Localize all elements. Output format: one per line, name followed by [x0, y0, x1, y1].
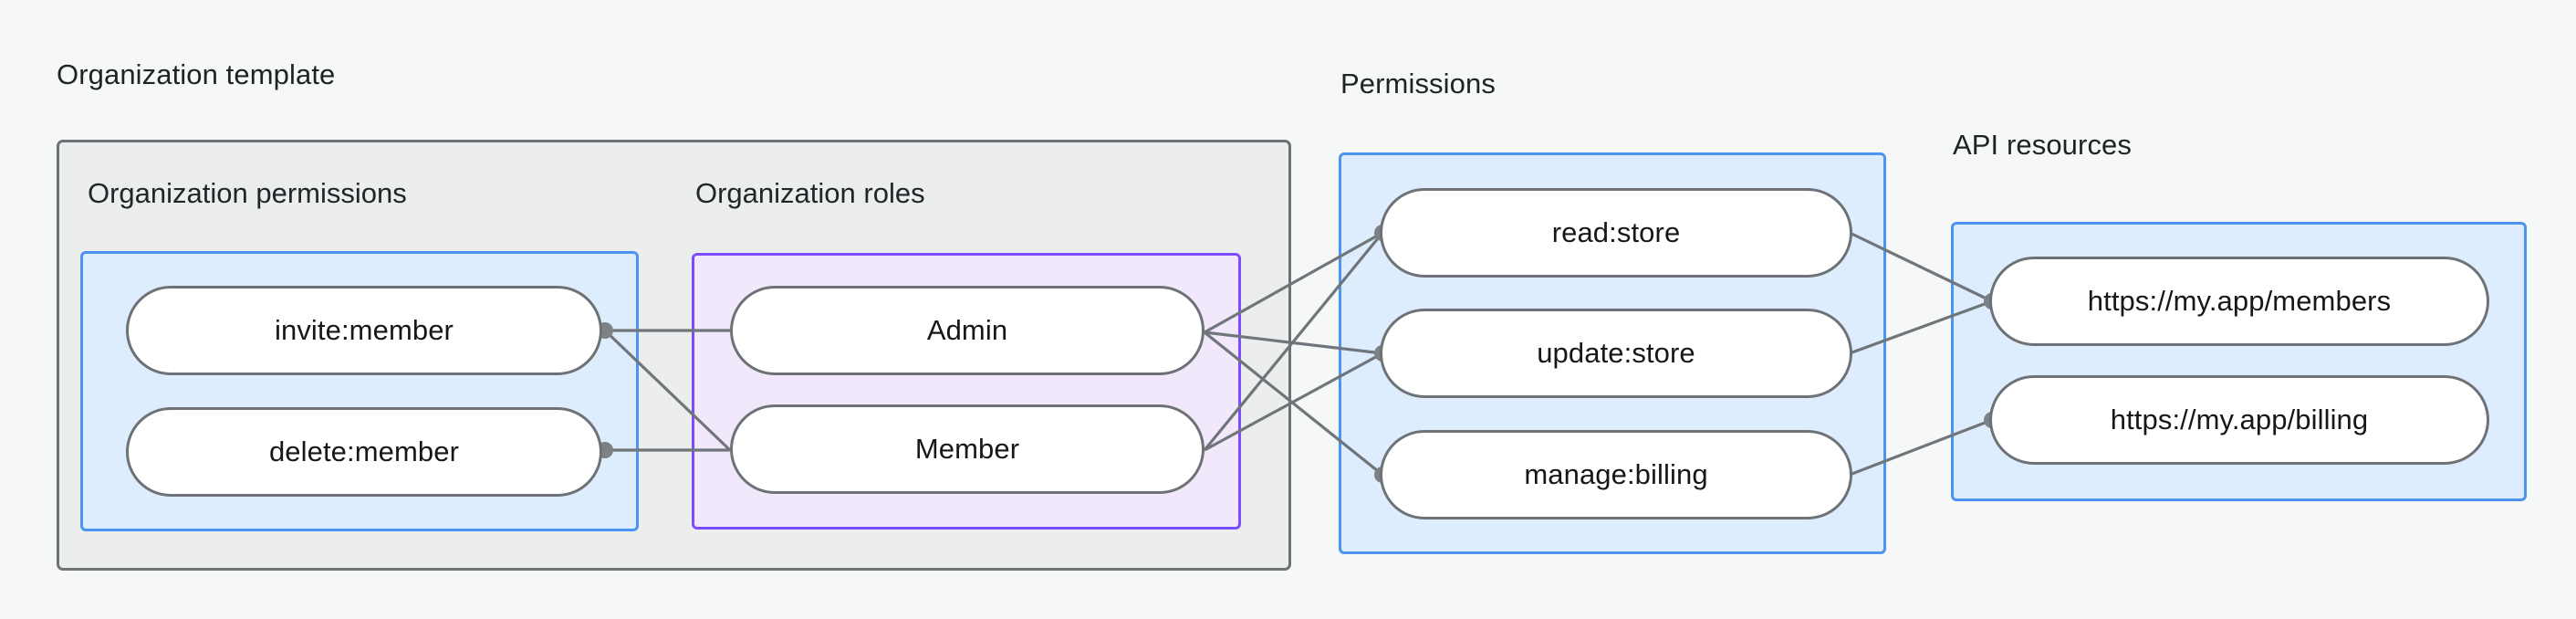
- node-delete-member[interactable]: delete:member: [126, 407, 602, 497]
- node-read-store[interactable]: read:store: [1380, 188, 1852, 278]
- node-members-url[interactable]: https://my.app/members: [1989, 257, 2489, 346]
- group-title-api-resources: API resources: [1953, 129, 2132, 161]
- node-billing-url[interactable]: https://my.app/billing: [1989, 375, 2489, 465]
- node-update-store[interactable]: update:store: [1380, 309, 1852, 398]
- section-label-organization-roles: Organization roles: [695, 177, 925, 209]
- node-invite-member[interactable]: invite:member: [126, 286, 602, 375]
- node-manage-billing[interactable]: manage:billing: [1380, 430, 1852, 519]
- node-admin[interactable]: Admin: [730, 286, 1205, 375]
- page-title: Organization template: [57, 58, 336, 90]
- node-member[interactable]: Member: [730, 404, 1205, 494]
- group-title-permissions: Permissions: [1340, 68, 1496, 100]
- section-label-organization-permissions: Organization permissions: [88, 177, 407, 209]
